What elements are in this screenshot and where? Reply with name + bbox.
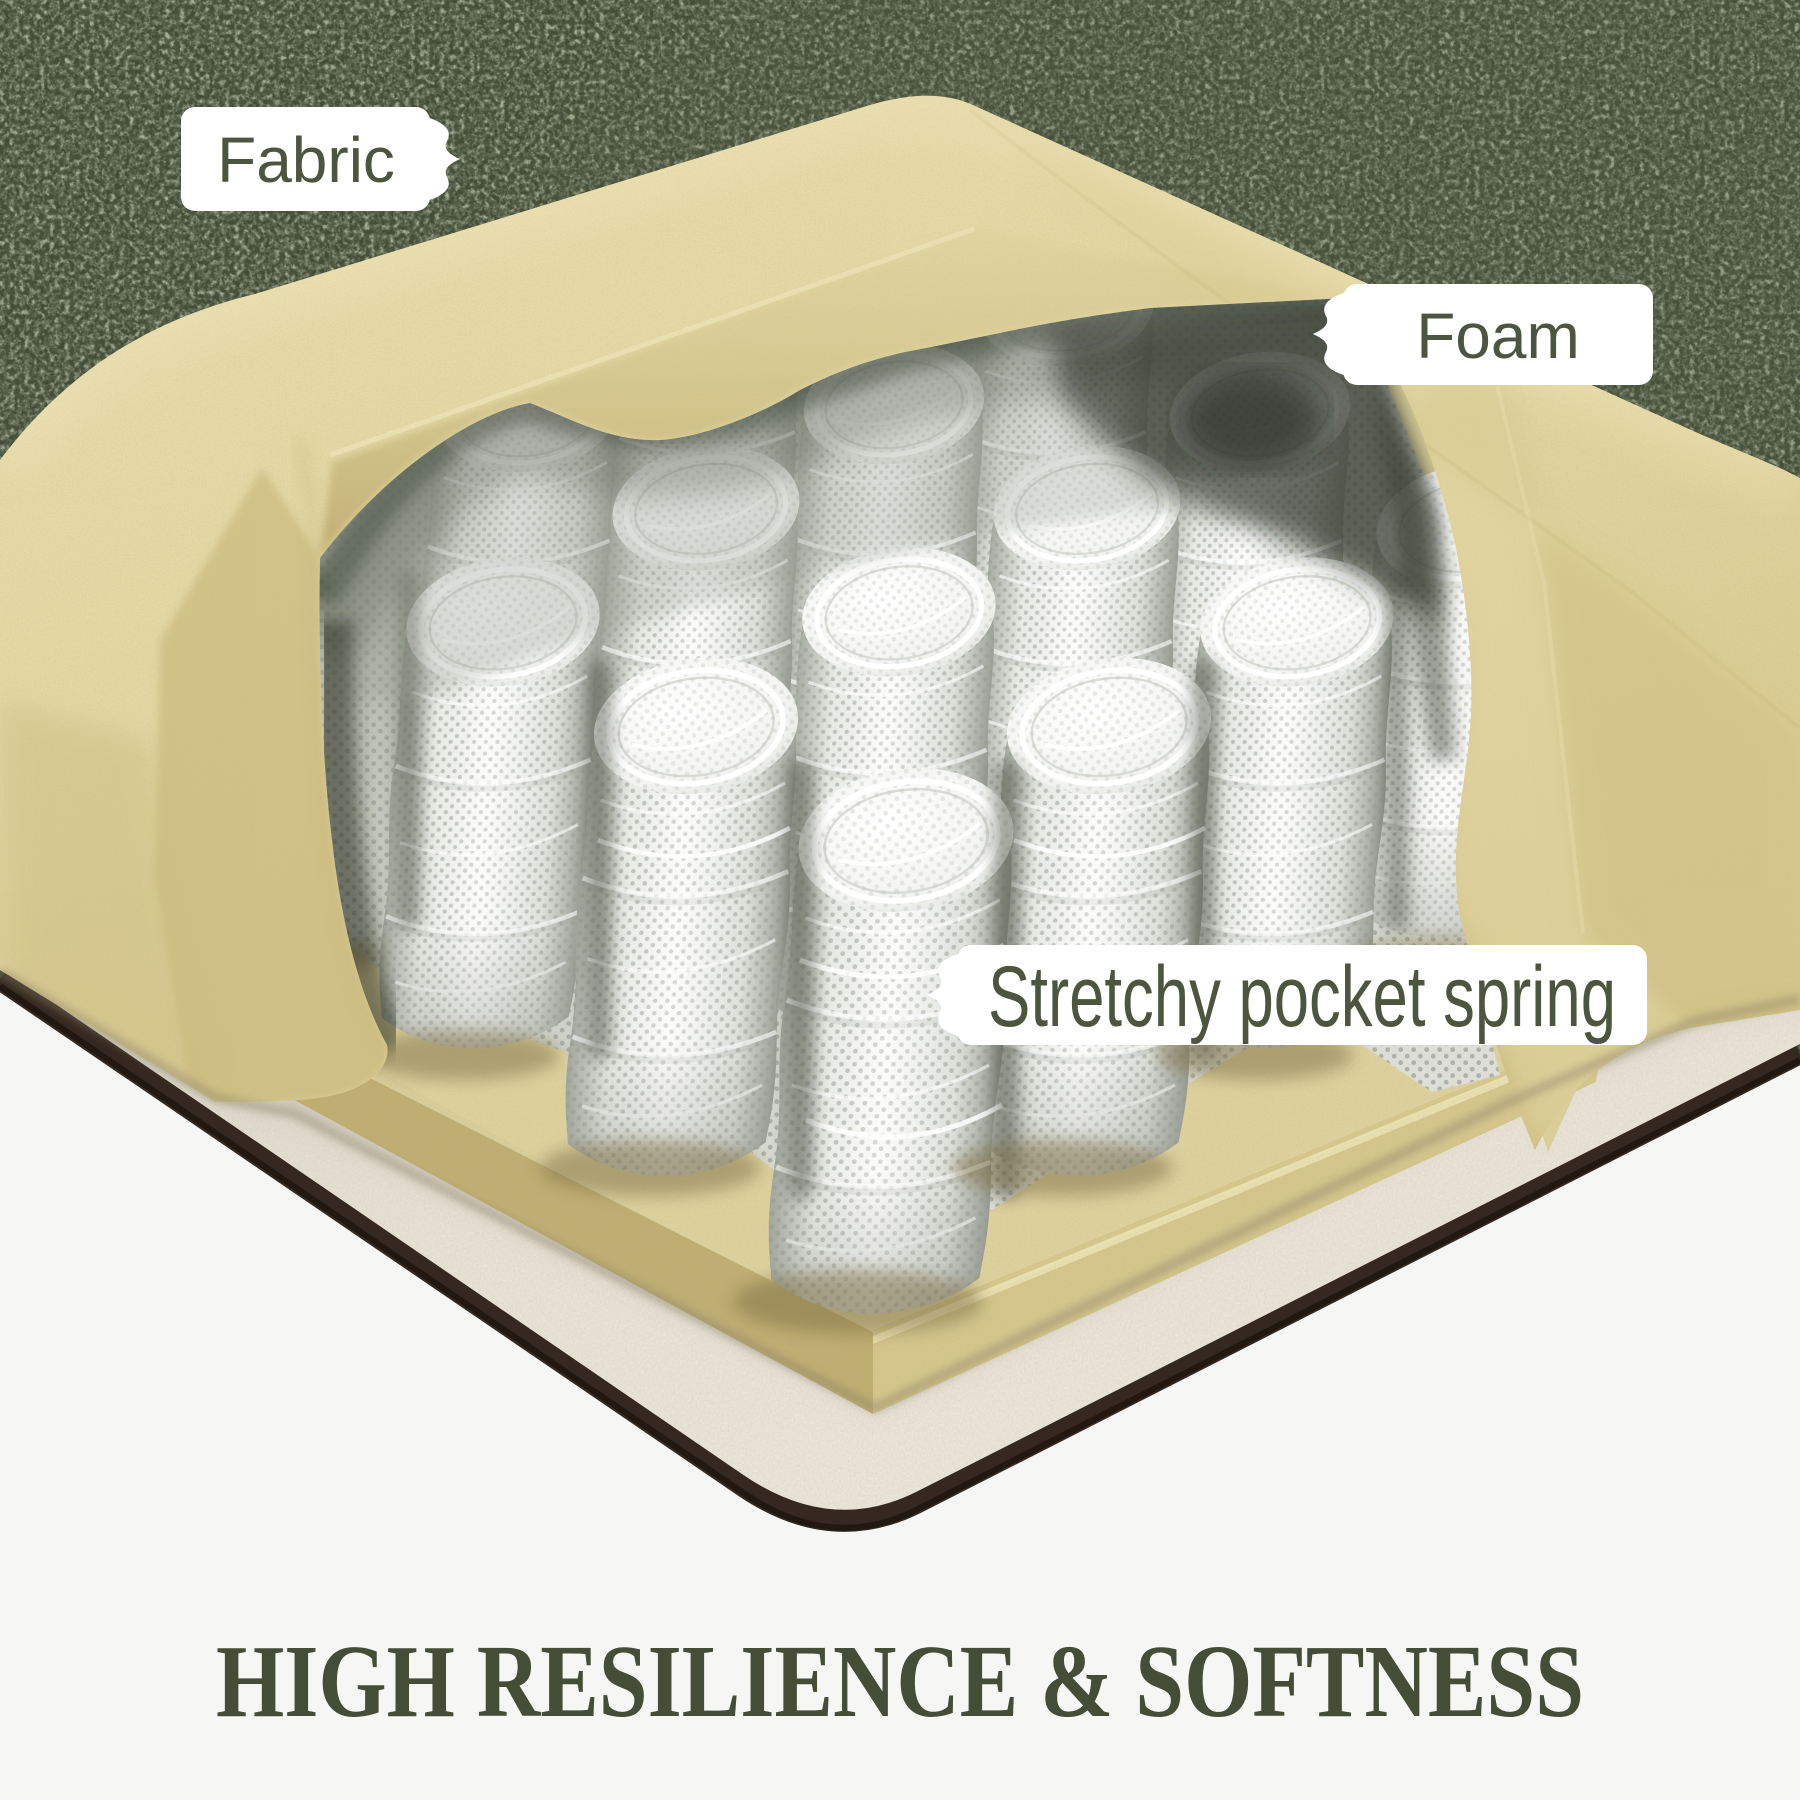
svg-text:Foam: Foam (1416, 300, 1580, 372)
svg-text:HIGH RESILIENCE & SOFTNESS: HIGH RESILIENCE & SOFTNESS (216, 1624, 1584, 1739)
svg-text:Stretchy pocket spring: Stretchy pocket spring (988, 949, 1616, 1045)
svg-text:Fabric: Fabric (217, 124, 395, 196)
